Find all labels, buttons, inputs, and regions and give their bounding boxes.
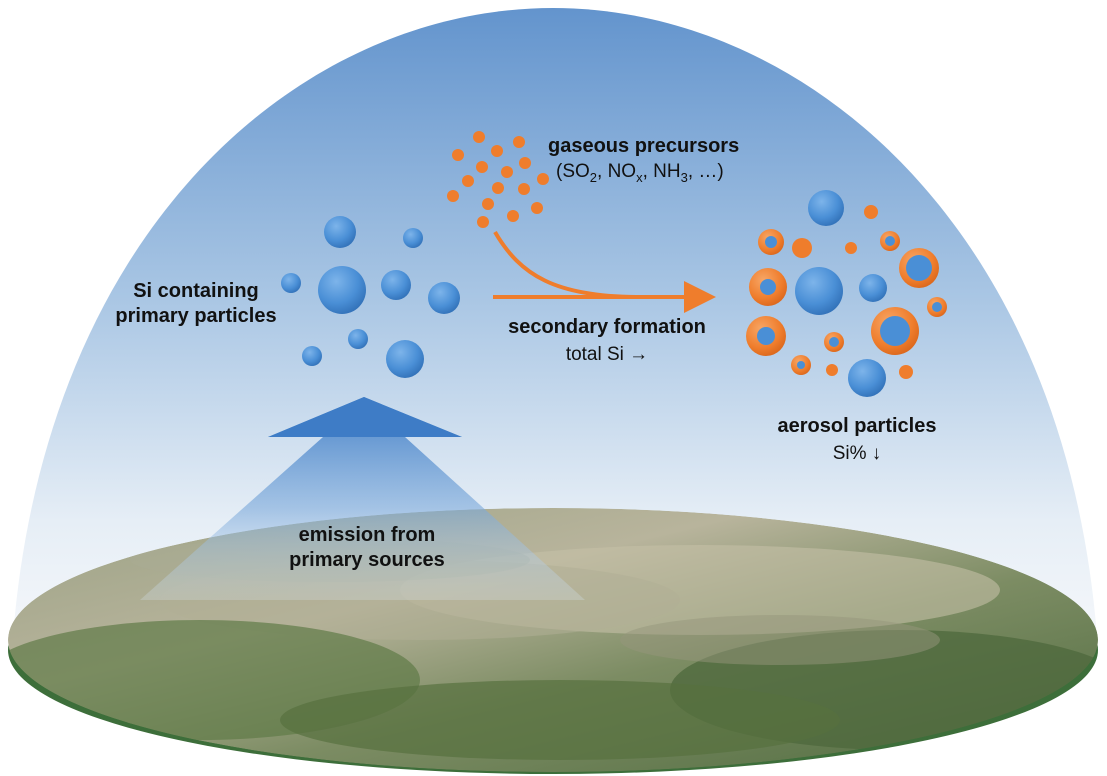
aerosol-particle bbox=[795, 267, 843, 315]
primary-particle bbox=[348, 329, 368, 349]
aerosol-particle-core bbox=[760, 279, 776, 295]
terrain-surface bbox=[8, 508, 1098, 772]
aerosol-particles-title: aerosol particles bbox=[777, 415, 937, 437]
precursor-dot bbox=[513, 136, 525, 148]
aerosol-particle-core bbox=[765, 236, 777, 248]
aerosol-particle-core bbox=[880, 316, 910, 346]
emission-arrow-head bbox=[268, 397, 462, 437]
primary-label-line1: Si containing bbox=[133, 280, 259, 302]
precursor-dots bbox=[447, 131, 549, 228]
aerosol-particle-core bbox=[885, 236, 895, 246]
aerosol-particle bbox=[859, 274, 887, 302]
gaseous-list-close: , …) bbox=[687, 161, 724, 182]
aerosol-particle-core bbox=[906, 255, 932, 281]
aerosol-particle bbox=[864, 205, 878, 219]
secondary-formation-title: secondary formation bbox=[508, 316, 706, 338]
precursor-dot bbox=[447, 190, 459, 202]
precursor-dot bbox=[473, 131, 485, 143]
primary-particles-label: Si containing primary particles bbox=[96, 279, 296, 329]
primary-particle bbox=[324, 216, 356, 248]
secondary-formation-sub: total Si → bbox=[565, 344, 649, 365]
precursor-dot bbox=[507, 210, 519, 222]
aerosol-particle bbox=[848, 359, 886, 397]
precursor-dot bbox=[537, 173, 549, 185]
aerosol-particle-core bbox=[797, 361, 805, 369]
emission-label-line1: emission from bbox=[298, 524, 436, 546]
emission-arrow bbox=[140, 397, 585, 600]
aerosol-particles-sub: Si% ↓ bbox=[832, 443, 882, 464]
primary-label-line2: primary particles bbox=[115, 305, 277, 327]
aerosol-particle bbox=[792, 238, 812, 258]
aerosol-particle-core bbox=[757, 327, 775, 345]
primary-particle bbox=[403, 228, 423, 248]
emission-label: emission from primary sources bbox=[262, 523, 472, 573]
emission-label-line2: primary sources bbox=[289, 549, 445, 571]
precursor-dot bbox=[501, 166, 513, 178]
gaseous-precursors-title: gaseous precursors bbox=[548, 135, 740, 157]
nh3-subscript: 3 bbox=[680, 169, 688, 185]
precursor-dot bbox=[491, 145, 503, 157]
precursor-dot bbox=[531, 202, 543, 214]
nox-subscript: x bbox=[636, 169, 643, 185]
primary-particle bbox=[428, 282, 460, 314]
precursor-dot bbox=[519, 157, 531, 169]
aerosol-particle-core bbox=[932, 302, 942, 312]
precursor-dot bbox=[518, 183, 530, 195]
aerosol-particles bbox=[746, 190, 947, 397]
primary-particle bbox=[381, 270, 411, 300]
aerosol-particle bbox=[826, 364, 838, 376]
gaseous-list-open: (SO bbox=[556, 161, 590, 182]
primary-particle bbox=[318, 266, 366, 314]
primary-particles bbox=[281, 216, 460, 378]
aerosol-particle bbox=[845, 242, 857, 254]
precursor-dot bbox=[476, 161, 488, 173]
gaseous-list-sep1: , NO bbox=[597, 161, 637, 182]
aerosol-particle-core bbox=[829, 337, 839, 347]
precursor-dot bbox=[482, 198, 494, 210]
aerosol-particle bbox=[899, 365, 913, 379]
aerosol-particle bbox=[808, 190, 844, 226]
primary-particle bbox=[302, 346, 322, 366]
so2-subscript: 2 bbox=[589, 169, 598, 185]
gaseous-list-sep2: , NH bbox=[642, 161, 681, 182]
precursor-dot bbox=[452, 149, 464, 161]
primary-particle bbox=[281, 273, 301, 293]
precursor-dot bbox=[477, 216, 489, 228]
gaseous-precursors-list: (SO2, NOx, NH3, …) bbox=[556, 160, 776, 186]
primary-particle bbox=[386, 340, 424, 378]
precursor-dot bbox=[462, 175, 474, 187]
precursor-dot bbox=[492, 182, 504, 194]
